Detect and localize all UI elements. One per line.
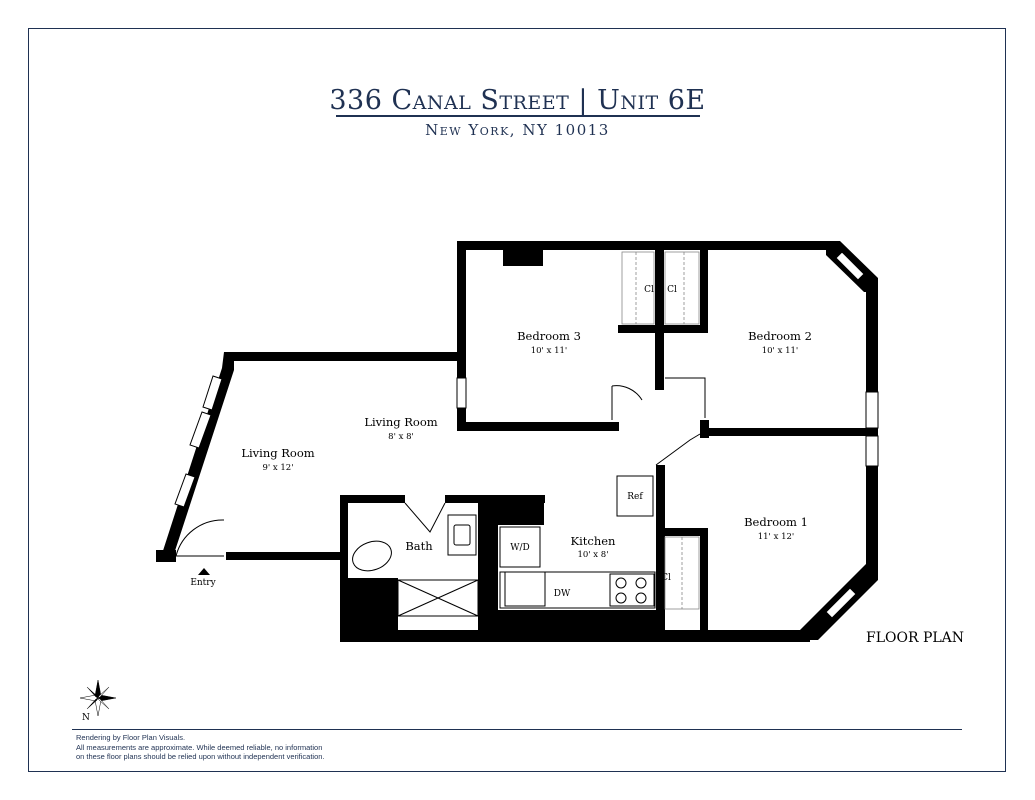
wall-column xyxy=(503,250,543,266)
disclaimer-line-2: All measurements are approximate. While … xyxy=(76,742,323,752)
wall-bed2-bottom xyxy=(700,428,870,436)
disclaimer-line-1: Rendering by Floor Plan Visuals. xyxy=(76,733,186,742)
wall-entry-left xyxy=(156,550,176,562)
wall-east-upper xyxy=(866,278,878,392)
wall-bed3-bottom xyxy=(457,422,619,431)
closet-label-bedroom-3: Cl xyxy=(644,285,654,295)
wall-bath-left xyxy=(340,495,348,635)
wall-closet-bottom xyxy=(618,325,706,333)
entry-label: Entry xyxy=(190,578,216,588)
sink xyxy=(504,571,546,607)
compass-north-label: N xyxy=(82,713,90,722)
wall-living-west xyxy=(160,352,234,560)
room-dim-bedroom-3: 10' x 11' xyxy=(531,346,568,356)
wall-bath-top-left xyxy=(340,495,405,503)
wall-bed1-left xyxy=(700,528,708,638)
bath-fixtures xyxy=(352,514,479,617)
wall-kitchen-right xyxy=(656,465,665,635)
wall-kitchen-column xyxy=(478,495,544,525)
wall-bath-block xyxy=(340,578,398,636)
room-label-bath: Bath xyxy=(405,539,433,553)
room-dim-bedroom-2: 10' x 11' xyxy=(762,346,799,356)
wall-east-lower xyxy=(866,466,878,572)
ref-label: Ref xyxy=(627,492,643,502)
entry-arrow-icon xyxy=(198,568,210,575)
diagonal-windows xyxy=(825,251,865,619)
room-label-bedroom-3: Bedroom 3 xyxy=(517,329,581,343)
wall-bottom xyxy=(340,630,810,642)
title-underline xyxy=(336,115,700,117)
disclaimer: Rendering by Floor Plan Visuals. All mea… xyxy=(76,733,325,762)
wall-living-bottom xyxy=(226,552,344,560)
west-windows xyxy=(174,375,223,508)
dishwasher-label: DW xyxy=(554,589,571,599)
closet-label-bedroom-2: Cl xyxy=(667,285,677,295)
room-dim-living-2: 8' x 8' xyxy=(388,432,414,442)
page-subtitle: New York, NY 10013 xyxy=(425,121,610,139)
compass-rose-icon: N xyxy=(79,679,117,722)
wall-bed3-left xyxy=(457,241,466,431)
page-title: 336 Canal Street | Unit 6E xyxy=(0,85,1035,116)
room-label-bedroom-1: Bedroom 1 xyxy=(744,515,808,529)
wall-bath-kitchen xyxy=(478,525,498,635)
wall-kitchen-bottom xyxy=(482,610,657,635)
room-label-kitchen: Kitchen xyxy=(571,534,617,548)
page-frame xyxy=(28,28,1006,772)
window-bed3-west xyxy=(456,377,467,409)
window-east-2 xyxy=(865,435,879,467)
disclaimer-line-3: on these floor plans should be relied up… xyxy=(76,752,325,761)
room-label-living-1: Living Room xyxy=(241,446,314,460)
washer-dryer-label: W/D xyxy=(510,543,530,553)
room-label-bedroom-2: Bedroom 2 xyxy=(748,329,812,343)
washer-dryer xyxy=(499,526,541,568)
doors xyxy=(175,377,706,557)
wall-east-mid xyxy=(866,428,878,436)
toilet xyxy=(352,540,392,572)
room-dim-kitchen: 10' x 8' xyxy=(577,550,608,560)
title-text: 336 Canal Street | Unit 6E xyxy=(329,85,706,116)
walls xyxy=(156,241,879,642)
wall-closet-divider xyxy=(655,250,664,390)
bottom-rule xyxy=(72,729,962,730)
refrigerator xyxy=(616,475,654,517)
wall-closet1-top xyxy=(656,528,700,536)
wall-hall-right xyxy=(700,420,709,438)
kitchen-fixtures xyxy=(499,475,656,609)
room-label-living-2: Living Room xyxy=(364,415,437,429)
closet-label-bedroom-1: Cl xyxy=(661,573,671,583)
wall-bed2-left-upper xyxy=(700,250,708,333)
wall-living-top xyxy=(224,352,464,361)
room-dim-living-1: 9' x 12' xyxy=(262,463,293,473)
floor-plan-label: FLOOR PLAN xyxy=(866,630,965,646)
room-dim-bedroom-1: 11' x 12' xyxy=(758,532,795,542)
wall-top xyxy=(457,241,836,250)
closets xyxy=(621,251,700,610)
window-east-1 xyxy=(865,391,879,429)
